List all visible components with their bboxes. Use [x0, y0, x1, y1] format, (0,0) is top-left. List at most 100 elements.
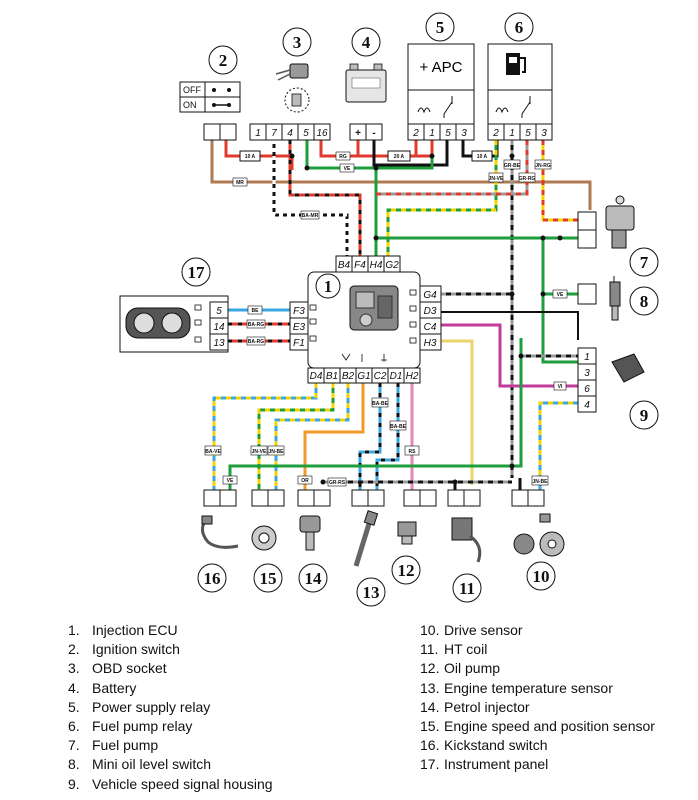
ecu-pin-d1: D1 [390, 371, 403, 382]
legend-text: Drive sensor [444, 622, 523, 638]
legend-text: Mini oil level switch [92, 756, 212, 773]
tag-ba-mr: BA-MR [302, 213, 319, 219]
label-13: 13 [363, 583, 380, 602]
tag-ba-ve: BA-VE [205, 449, 221, 455]
legend-num: 11. [420, 641, 439, 658]
wire-h3 [441, 339, 474, 485]
obd-pin-7: 7 [271, 128, 277, 139]
ip-pin-13: 13 [213, 338, 225, 349]
label-8: 8 [640, 292, 649, 311]
legend-num: 7. [68, 737, 80, 754]
tag-gr-rg: GR-RG [519, 176, 536, 182]
tag-jn-be-2: JN-BE [532, 479, 548, 485]
relay5-pin-5: 5 [445, 128, 451, 139]
legend-item: 6. Fuel pump relay [68, 717, 388, 736]
wire-g1 [303, 383, 365, 490]
ecu-pin-c4: C4 [424, 322, 437, 333]
legend-item: 13.Engine temperature sensor [420, 679, 698, 698]
relay6-pin-2: 2 [492, 128, 499, 139]
wire-bat-minus [372, 140, 449, 167]
power-supply-relay: 5 + APC 2 1 5 3 [407, 12, 475, 141]
engine-speed-sensor: 15 [251, 525, 283, 593]
tag-rs: RS [409, 449, 417, 455]
legend-num: 10. [420, 622, 440, 638]
legend-num: 1. [68, 622, 80, 638]
relay6-pin-3: 3 [541, 128, 547, 139]
legend-text: Kickstand switch [444, 737, 548, 754]
label-9: 9 [640, 406, 649, 425]
relay6-pin-1: 1 [509, 128, 515, 139]
oil-pump: 12 [391, 521, 421, 585]
ecu-pin-f1: F1 [293, 338, 305, 349]
legend-item: 7.Fuel pump [68, 736, 388, 755]
legend-num: 3. [68, 660, 80, 677]
legend-text: OBD socket [92, 660, 167, 677]
apc-label: + APC [420, 59, 463, 76]
ip-pin-5: 5 [216, 306, 222, 317]
legend-num: 13. [420, 679, 440, 696]
ecu-small-icons [309, 289, 417, 362]
engine-temp-sensor: 13 [353, 510, 386, 607]
oil-level-switch: 8 [577, 276, 659, 321]
tag-mr: MR [236, 180, 244, 186]
fuse-3-label: 10 A [477, 154, 488, 160]
tag-vi: VI [558, 384, 563, 390]
label-11: 11 [459, 579, 475, 598]
legend-text: Petrol injector [444, 698, 530, 715]
ignition-switch: 2 OFF ON [179, 45, 241, 141]
legend-text: Instrument panel [444, 756, 549, 773]
ecu-pin-e3: E3 [293, 322, 306, 333]
label-16: 16 [204, 569, 221, 588]
battery-plus: + [355, 128, 361, 139]
tag-ve-1: VE [344, 166, 351, 172]
petrol-injector: 14 [298, 515, 328, 593]
wire-relay6-3 [541, 140, 578, 222]
battery: 4 + - [345, 27, 387, 141]
kickstand-switch: 16 [197, 515, 239, 593]
relay5-pin-2: 2 [412, 128, 419, 139]
relay6-pin-5: 5 [525, 128, 531, 139]
fuses: 10 A 20 A 10 A [239, 150, 493, 162]
label-3: 3 [293, 33, 302, 52]
legend-item: 15.Engine speed and position sensor [420, 717, 698, 736]
tag-ve-3: VE [227, 478, 234, 484]
legend-text: Vehicle speed signal housing [92, 775, 273, 792]
label-14: 14 [305, 569, 323, 588]
tag-gr-rs: GR-RS [329, 480, 346, 486]
legend-num: 6. [68, 717, 80, 734]
legend-right-column: 10.Drive sensor 11.HT coil 12.Oil pump 1… [420, 621, 698, 775]
fuse-2-label: 20 A [394, 154, 405, 160]
tag-ba-be-1: BA-BE [372, 401, 388, 407]
wire-tags: RG VE MR BA-MR JN-VE GR-RG JN-RG GR-BE V… [204, 151, 568, 487]
tag-ve-2: VE [557, 292, 564, 298]
tag-ba-rg-2: BA-RG [248, 339, 264, 345]
obd-socket: 3 1 7 4 5 16 [249, 27, 331, 141]
legend-num: 2. [68, 641, 80, 658]
legend-num: 5. [68, 698, 80, 715]
legend-num: 4. [68, 679, 80, 696]
housing-icon [611, 353, 645, 383]
vsh-pin-3: 3 [584, 368, 590, 379]
wire-d3 [441, 311, 579, 340]
tag-ba-rg-1: BA-RG [248, 322, 264, 328]
ecu-pin-g2: G2 [385, 260, 399, 271]
legend-left-column: 1.Injection ECU 2.Ignition switch 3.OBD … [68, 621, 388, 794]
fuel-pump-part-icon [605, 195, 635, 249]
legend-item: 8. Mini oil level switch [68, 755, 388, 774]
vsh-pin-6: 6 [584, 384, 590, 395]
obd-pin-5: 5 [303, 128, 309, 139]
label-7: 7 [640, 253, 649, 272]
label-6: 6 [515, 18, 524, 37]
tag-ba-be-2: BA-BE [390, 424, 406, 430]
fuel-pump-icon [506, 53, 526, 75]
legend-text: Engine speed and position sensor [444, 717, 655, 734]
legend-text: Fuel pump relay [92, 717, 193, 734]
ecu-pin-h2: H2 [406, 371, 419, 382]
wire-relay5-green [376, 156, 434, 170]
legend-item: 14.Petrol injector [420, 698, 698, 717]
drive-sensor: 10 [513, 513, 565, 591]
tag-rg: RG [339, 154, 347, 160]
ecu-pin-f3: F3 [293, 306, 305, 317]
fuel-pump-relay: 6 2 1 5 3 [487, 12, 553, 141]
legend-num: 8. [68, 756, 80, 773]
